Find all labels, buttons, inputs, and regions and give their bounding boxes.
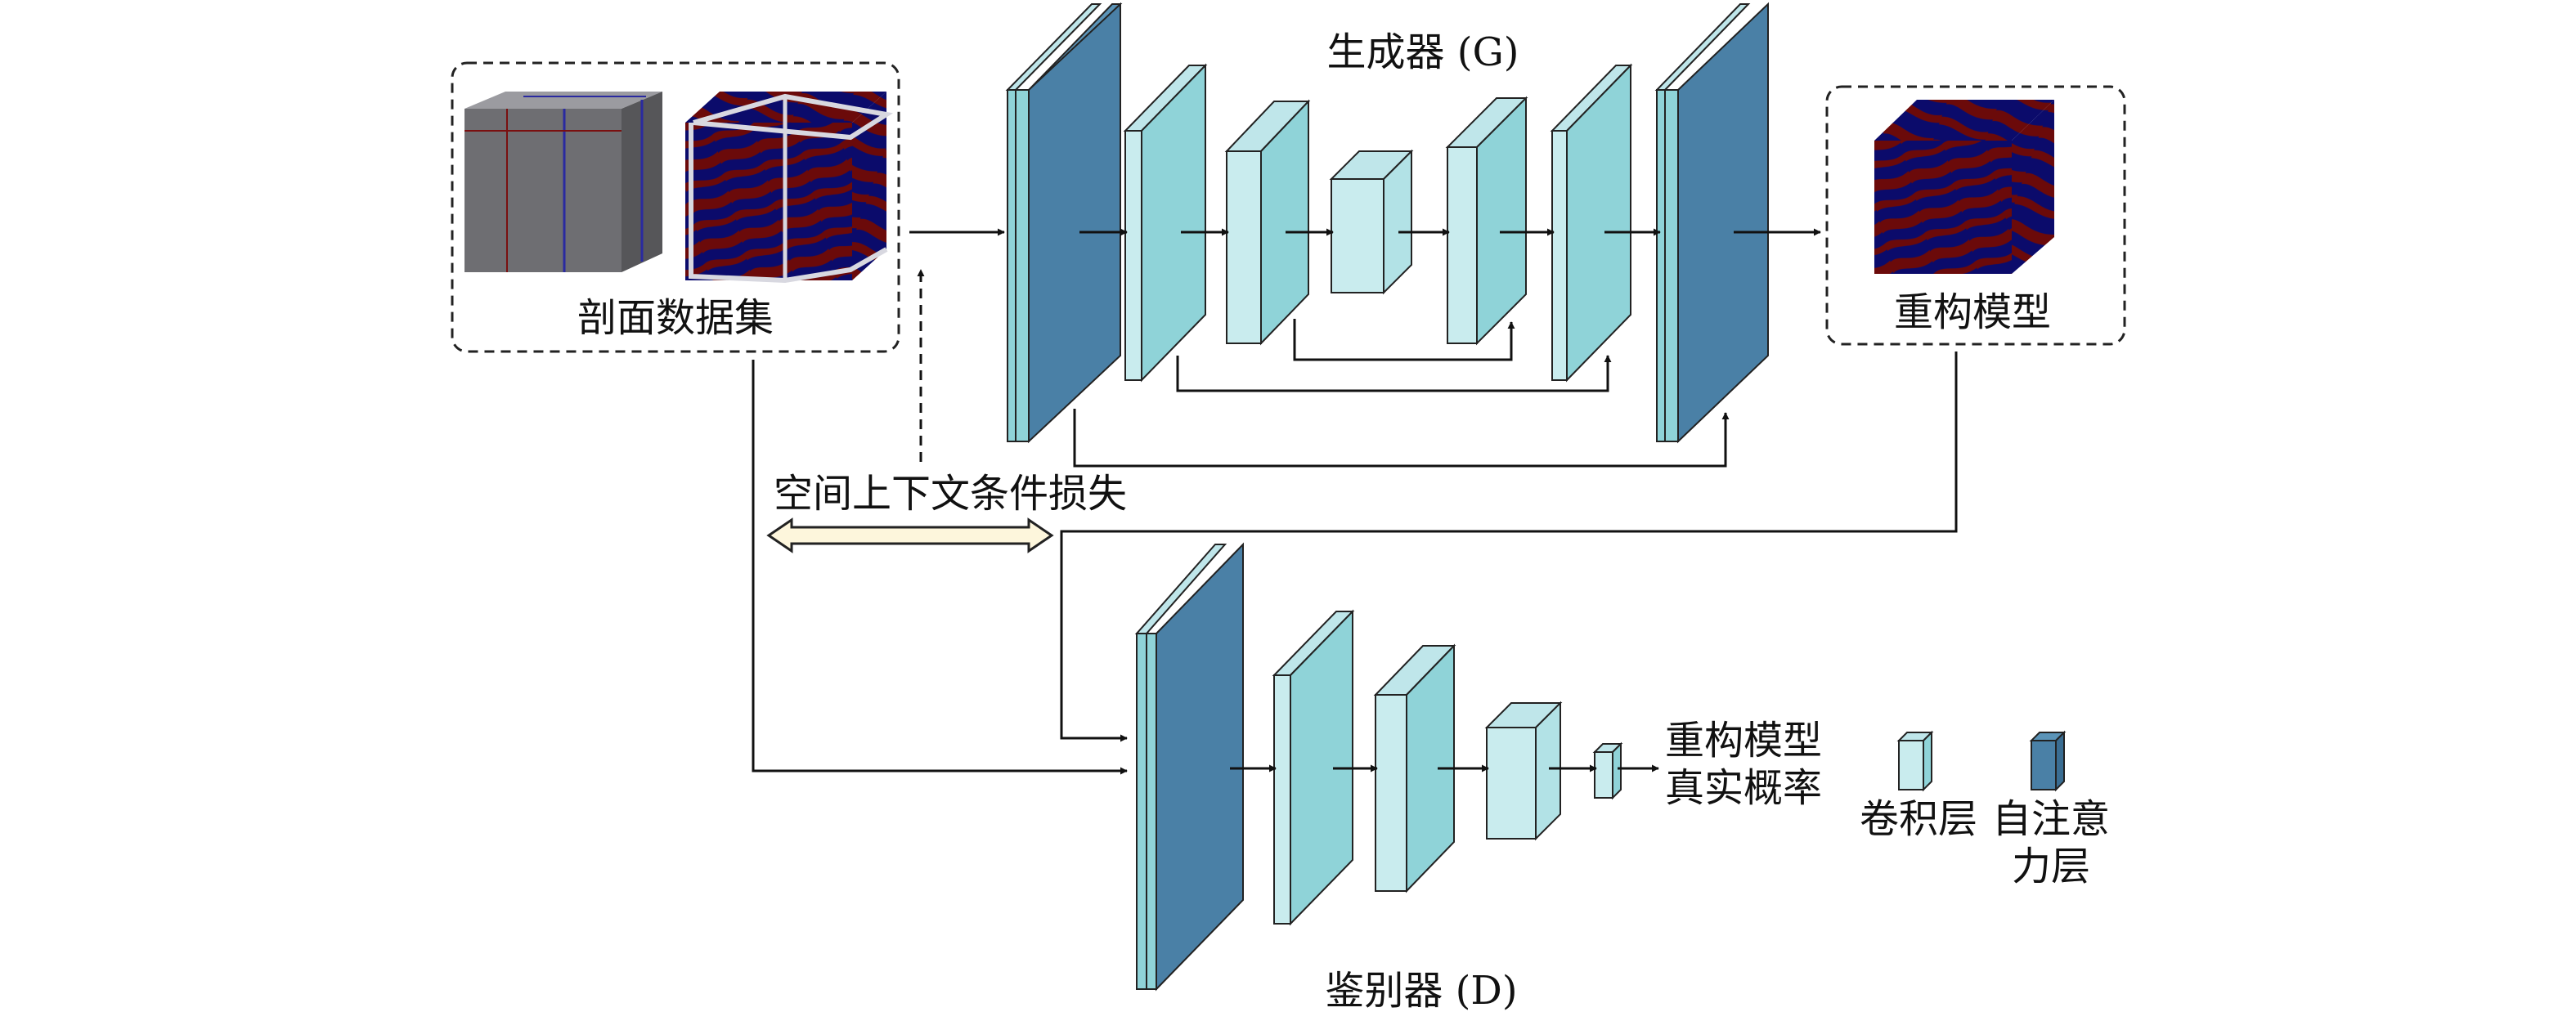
generator-conv-layer-1 [1123,63,1208,383]
legend-attention-label-line2: 力层 [2012,844,2090,889]
generator-title: 生成器 (G) [1326,29,1519,75]
legend: 卷积层 自注意 力层 [1860,730,2110,889]
discriminator-conv-layer-4 [1592,741,1623,800]
discriminator-input-connectors [752,352,1958,775]
output-model-label: 重构模型 [1894,289,2051,335]
section-cube-image [464,92,662,272]
legend-attention-swatch [2029,730,2067,792]
discriminator-attention-layer [1134,542,1244,992]
generator-attention-layer-right [1654,2,1769,444]
generator-conv-layer-4 [1445,96,1528,346]
discriminator-title: 鉴别器 (D) [1325,968,1517,1014]
legend-conv-swatch [1896,730,1934,792]
generator-attention-layer-left [1005,2,1123,444]
legend-conv-label: 卷积层 [1860,796,1977,842]
discriminator-conv-layer-2 [1373,643,1456,893]
legend-attention-label-line1: 自注意 [1992,796,2110,842]
generator-connectors [909,228,1821,468]
output-probability-label-line1: 重构模型 [1665,718,1822,764]
input-dataset-box: 剖面数据集 [451,61,900,353]
dataset-cube-image [685,92,894,284]
discriminator-conv-layer-3 [1484,701,1563,841]
reconstructed-cube-image [1874,100,2054,274]
generator-conv-layer-3 [1329,149,1414,295]
discriminator-conv-layer-1 [1272,609,1355,926]
generator-conv-layer-5 [1550,63,1633,383]
generator-conv-layer-2 [1224,99,1311,346]
loss-double-arrow [766,517,1054,553]
spatial-context-loss-label: 空间上下文条件损失 [774,471,1127,517]
output-model-box: 重构模型 [1825,85,2126,346]
spatial-context-loss: 空间上下文条件损失 [766,269,1127,553]
input-dataset-label: 剖面数据集 [577,295,774,341]
output-probability-label-line2: 真实概率 [1665,765,1822,811]
